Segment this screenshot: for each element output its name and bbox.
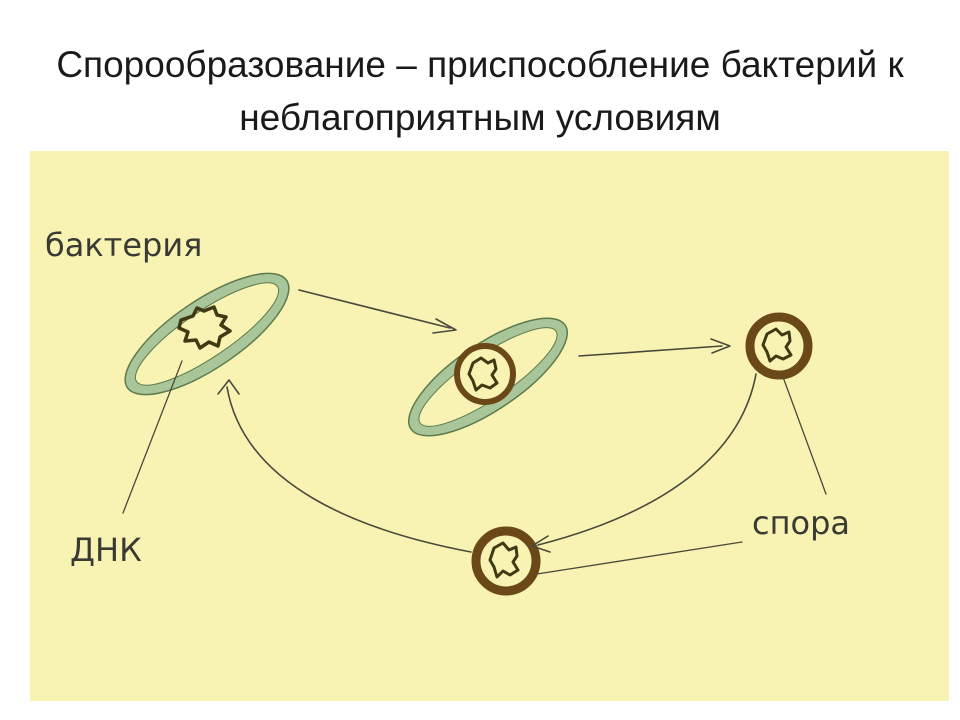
title-line-2: неблагоприятным условиям (239, 97, 721, 138)
dna-pointer-line (122, 360, 183, 514)
arrow-bacterium-to-sporulating-head (432, 318, 457, 334)
germinating-spore-coat (471, 526, 541, 596)
arrow-sporulating-to-spore-head (710, 338, 731, 354)
spore-pointer-line-to-mature (782, 376, 827, 495)
arrow-bacterium-to-sporulating (298, 289, 451, 329)
arrow-germinating-to-bacterium-head (217, 379, 240, 395)
bacterium-cell (124, 272, 290, 396)
diagram-background (30, 151, 949, 701)
arrow-spore-to-germinating-head (531, 535, 551, 553)
arrow-sporulating-to-spore (578, 345, 723, 357)
title-line-1: Спорообразование – приспособление бактер… (56, 44, 904, 85)
arrow-germinating-to-bacterium (226, 386, 472, 553)
forming-spore-coat (454, 343, 516, 405)
label-bacterium: бактерия (45, 226, 202, 264)
label-spore: спора (752, 504, 850, 542)
sporulation-diagram: бактерия ДНК спора (30, 151, 949, 701)
sporulating-cell (407, 317, 569, 437)
forming-spore-dna-icon (467, 356, 499, 392)
mature-spore (745, 312, 813, 380)
bacterium-dna-icon (177, 305, 232, 350)
mature-spore-coat (745, 312, 813, 380)
germinating-spore-dna-icon (488, 541, 520, 579)
mature-spore-dna-icon (761, 327, 793, 363)
arrow-spore-to-germinating (537, 373, 757, 546)
diagram-panel: бактерия ДНК спора (30, 151, 949, 701)
germinating-spore (471, 526, 541, 596)
spore-pointer-line-to-germinating (536, 541, 743, 575)
label-dna: ДНК (70, 531, 142, 569)
slide-title: Спорообразование – приспособление бактер… (0, 38, 960, 144)
